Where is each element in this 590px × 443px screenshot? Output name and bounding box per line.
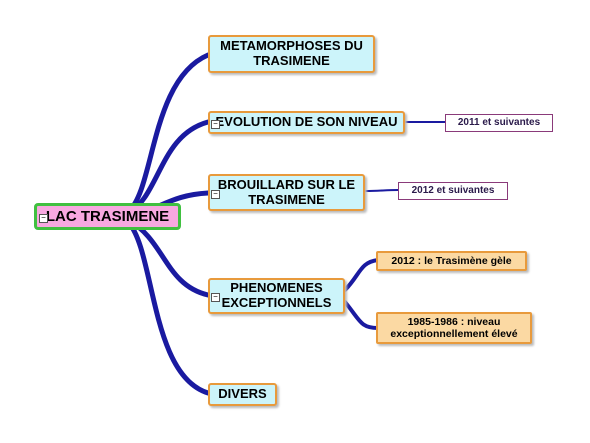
topic-label: EVOLUTION DE SON NIVEAU (215, 114, 398, 130)
subtopic-label: 2012 : le Trasimène gèle (391, 254, 512, 267)
topic-label: DIVERS (218, 386, 267, 402)
root-label: LAC TRASIMENE (45, 207, 170, 225)
branch-to-gel (343, 258, 380, 292)
branch-to-phenomenes (125, 217, 211, 298)
topic-evolution[interactable]: − EVOLUTION DE SON NIVEAU (208, 111, 405, 134)
subtopic-label: exceptionnellement élevé (390, 328, 518, 340)
topic-label: TRASIMENE (253, 53, 330, 68)
subtopic-gel[interactable]: 2012 : le Trasimène gèle (376, 251, 527, 271)
topic-brouillard[interactable]: − BROUILLARD SUR LE TRASIMENE (208, 174, 365, 211)
tag-label: 2012 et suivantes (411, 185, 495, 197)
topic-label: METAMORPHOSES DU (220, 38, 363, 54)
topic-phenomenes[interactable]: − PHENOMENES EXCEPTIONNELS (208, 278, 345, 314)
collapse-icon[interactable]: − (211, 293, 220, 302)
topic-label: TRASIMENE (248, 191, 325, 207)
topic-label: PHENOMENES (230, 280, 323, 296)
tag-2012[interactable]: 2012 et suivantes (398, 182, 508, 200)
branch-to-metamorphoses (125, 52, 211, 215)
branch-to-tag-2012 (364, 189, 399, 192)
tag-label: 2011 et suivantes (457, 117, 541, 129)
subtopic-niveau[interactable]: 1985-1986 : niveau exceptionnellement él… (376, 312, 532, 344)
topic-metamorphoses[interactable]: METAMORPHOSES DU TRASIMENE (208, 35, 375, 73)
collapse-icon[interactable]: − (211, 190, 220, 199)
collapse-icon[interactable]: − (39, 214, 48, 223)
branch-to-niveau (343, 300, 380, 330)
topic-label: EXCEPTIONNELS (221, 295, 332, 310)
topic-label: BROUILLARD SUR LE (217, 176, 356, 192)
collapse-icon[interactable]: − (211, 120, 220, 129)
root-node[interactable]: − LAC TRASIMENE (34, 203, 181, 230)
topic-divers[interactable]: DIVERS (208, 383, 277, 406)
tag-2011[interactable]: 2011 et suivantes (445, 114, 553, 132)
branch-to-divers (125, 219, 211, 396)
subtopic-label: 1985-1986 : niveau (407, 315, 501, 328)
